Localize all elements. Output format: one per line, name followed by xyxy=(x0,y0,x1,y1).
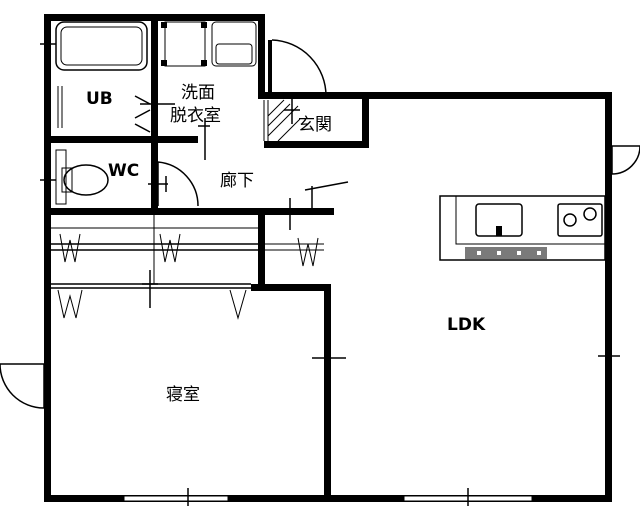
toilet-fixture xyxy=(55,149,109,205)
room-label-hallway: 廊下 xyxy=(220,171,254,191)
walls xyxy=(44,14,612,502)
room-label-ldk: LDK xyxy=(447,315,486,335)
ldk-east-window xyxy=(598,296,620,496)
stove-icon xyxy=(557,203,603,237)
room-label-washroom-line2: 脱衣室 xyxy=(170,106,221,126)
entrance-step-hatch xyxy=(263,96,301,142)
wc-window-mark xyxy=(40,172,56,188)
washbasin-fixture xyxy=(161,21,257,67)
room-label-entrance: 玄関 xyxy=(298,115,332,135)
room-label-wc: WC xyxy=(108,161,139,181)
ub-window-mark xyxy=(40,36,56,52)
upper-closet xyxy=(51,215,258,289)
room-label-ub: UB xyxy=(86,89,113,109)
kitchen-shelf xyxy=(465,247,547,259)
room-label-bedroom: 寝室 xyxy=(166,384,200,405)
hall-closet xyxy=(265,181,349,267)
south-windows xyxy=(123,488,533,506)
room-label-washroom-line1: 洗面 xyxy=(181,83,215,103)
kitchen-counter xyxy=(439,195,606,261)
kitchen-sink-icon xyxy=(475,203,523,237)
closet-doors-bedroom xyxy=(57,270,247,320)
bathtub-fixture xyxy=(55,21,148,128)
ldk-east-door xyxy=(611,145,640,175)
wc-door xyxy=(148,161,199,207)
bedroom-ldk-sliding-door xyxy=(312,292,346,492)
ub-sliding-door xyxy=(134,95,175,133)
bedroom-west-door xyxy=(0,363,45,409)
entrance-door xyxy=(268,39,327,97)
washroom-door-mark xyxy=(198,118,210,160)
